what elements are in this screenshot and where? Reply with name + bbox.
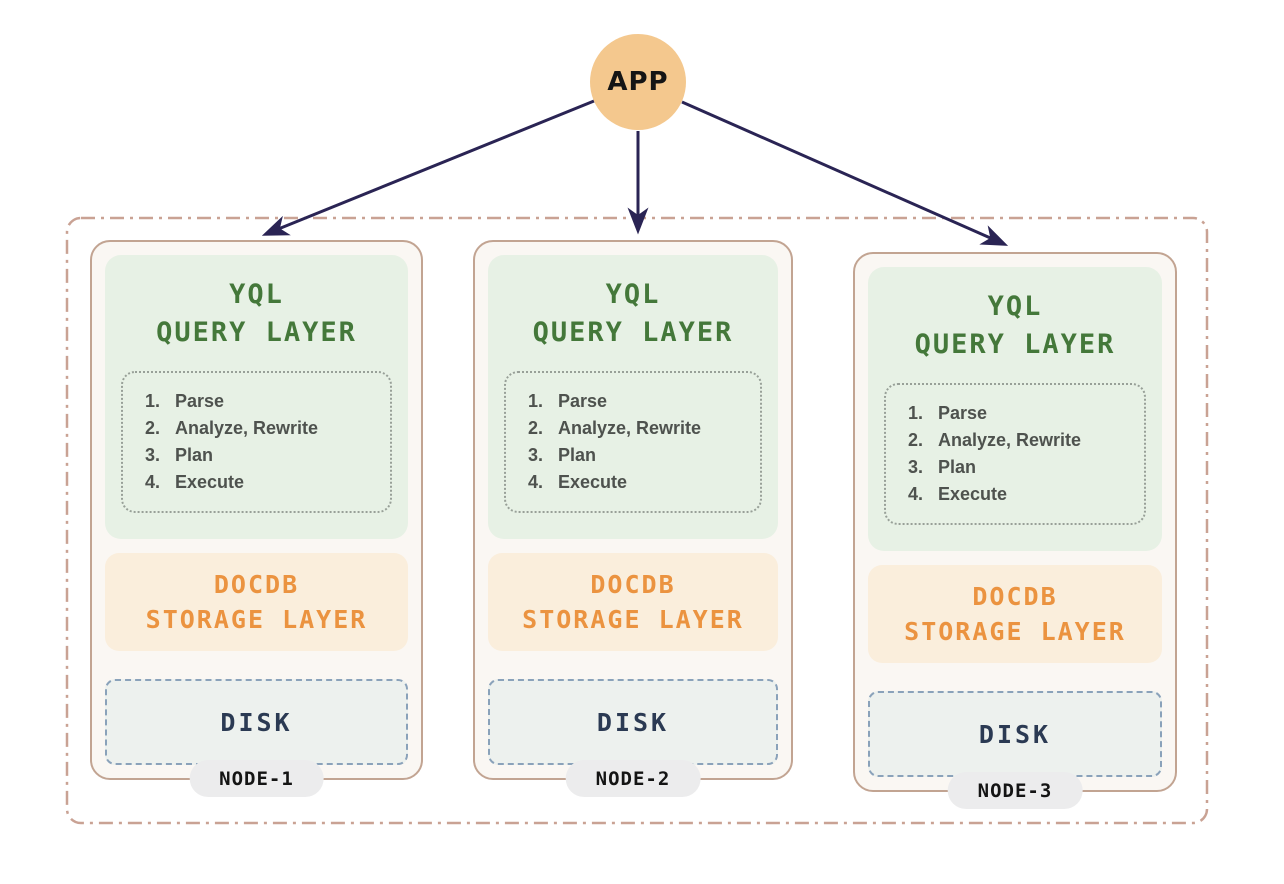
app-node: APP (590, 34, 686, 130)
node-card-2: YQL QUERY LAYER 1. Parse 2. Analyze, Rewri… (473, 240, 793, 797)
step-number: 3. (908, 457, 924, 477)
disk-label: DISK (220, 707, 293, 737)
query-title-line1: YQL (229, 279, 284, 310)
storage-title-line1: DOCDB (590, 570, 676, 599)
step-number: 3. (145, 445, 161, 465)
node-name-badge-2: NODE-2 (565, 760, 701, 797)
query-step: 4. Execute (528, 469, 752, 496)
step-text: Execute (938, 484, 1008, 504)
node-card-1: YQL QUERY LAYER 1. Parse 2. Analyze, Rewri… (90, 240, 423, 797)
query-title-line1: YQL (605, 279, 661, 310)
query-step: 3. Plan (908, 454, 1136, 481)
app-label: APP (607, 67, 669, 97)
storage-title-line1: DOCDB (213, 570, 300, 599)
step-number: 4. (908, 484, 924, 504)
docdb-storage-layer-1: DOCDB STORAGE LAYER (105, 553, 408, 651)
step-text: Analyze, Rewrite (938, 430, 1082, 450)
node-name-badge-1: NODE-1 (189, 760, 324, 797)
step-number: 1. (908, 403, 924, 423)
query-title-line2: QUERY LAYER (156, 317, 357, 348)
query-step: 3. Plan (528, 442, 752, 469)
storage-title-line2: STORAGE LAYER (522, 605, 744, 634)
step-text: Execute (558, 472, 628, 492)
disk-label: DISK (596, 707, 670, 737)
step-text: Parse (938, 403, 988, 423)
storage-title-line1: DOCDB (972, 582, 1058, 611)
step-number: 2. (908, 430, 924, 450)
query-layer-title: YQL QUERY LAYER (884, 288, 1146, 364)
node-name-label: NODE-2 (595, 767, 671, 790)
step-number: 2. (528, 418, 544, 438)
query-step: 1. Parse (145, 388, 382, 415)
step-text: Execute (175, 472, 245, 492)
step-text: Analyze, Rewrite (558, 418, 702, 438)
query-steps-box: 1. Parse 2. Analyze, Rewrite 3. Plan 4. Exec… (121, 371, 392, 513)
arrow-app-to-node-1 (261, 99, 595, 236)
query-steps-list: 1. Parse 2. Analyze, Rewrite 3. Plan 4. Exec… (145, 388, 382, 496)
storage-title-line2: STORAGE LAYER (145, 605, 368, 634)
arrow-app-to-node-3 (681, 100, 1009, 246)
docdb-storage-layer-3: DOCDB STORAGE LAYER (868, 565, 1162, 663)
storage-layer-title: DOCDB STORAGE LAYER (868, 579, 1162, 649)
step-text: Parse (175, 391, 225, 411)
step-text: Parse (558, 391, 608, 411)
step-number: 1. (528, 391, 544, 411)
query-steps-box: 1. Parse 2. Analyze, Rewrite 3. Plan 4. Exec… (884, 383, 1146, 525)
query-title-line2: QUERY LAYER (914, 329, 1116, 360)
query-steps-box: 1. Parse 2. Analyze, Rewrite 3. Plan 4. Exec… (504, 371, 762, 513)
query-step: 3. Plan (145, 442, 382, 469)
query-steps-list: 1. Parse 2. Analyze, Rewrite 3. Plan 4. Exec… (908, 400, 1136, 508)
step-number: 3. (528, 445, 544, 465)
node-name-label: NODE-1 (219, 767, 294, 790)
disk-box-1: DISK (105, 679, 408, 765)
yql-query-layer-1: YQL QUERY LAYER 1. Parse 2. Analyze, Rewri… (105, 255, 408, 539)
query-step: 1. Parse (528, 388, 752, 415)
node-card-3: YQL QUERY LAYER 1. Parse 2. Analyze, Rewri… (853, 252, 1177, 809)
yql-query-layer-2: YQL QUERY LAYER 1. Parse 2. Analyze, Rewri… (488, 255, 778, 539)
step-number: 4. (528, 472, 544, 492)
step-number: 1. (145, 391, 161, 411)
step-number: 2. (145, 418, 161, 438)
node-name-label: NODE-3 (977, 779, 1053, 802)
storage-layer-title: DOCDB STORAGE LAYER (105, 567, 408, 637)
step-number: 4. (145, 472, 161, 492)
disk-box-2: DISK (488, 679, 778, 765)
query-title-line2: QUERY LAYER (532, 317, 734, 348)
query-step: 4. Execute (908, 481, 1136, 508)
storage-title-line2: STORAGE LAYER (904, 617, 1126, 646)
query-title-line1: YQL (987, 291, 1043, 322)
node-name-badge-3: NODE-3 (947, 772, 1083, 809)
step-text: Analyze, Rewrite (175, 418, 319, 438)
query-step: 2. Analyze, Rewrite (528, 415, 752, 442)
disk-label: DISK (978, 719, 1052, 749)
query-layer-title: YQL QUERY LAYER (121, 276, 392, 352)
storage-layer-title: DOCDB STORAGE LAYER (488, 567, 778, 637)
query-step: 4. Execute (145, 469, 382, 496)
step-text: Plan (558, 445, 597, 465)
step-text: Plan (175, 445, 214, 465)
query-step: 1. Parse (908, 400, 1136, 427)
query-steps-list: 1. Parse 2. Analyze, Rewrite 3. Plan 4. Exec… (528, 388, 752, 496)
step-text: Plan (938, 457, 977, 477)
disk-box-3: DISK (868, 691, 1162, 777)
query-layer-title: YQL QUERY LAYER (504, 276, 762, 352)
query-step: 2. Analyze, Rewrite (145, 415, 382, 442)
docdb-storage-layer-2: DOCDB STORAGE LAYER (488, 553, 778, 651)
yql-query-layer-3: YQL QUERY LAYER 1. Parse 2. Analyze, Rewri… (868, 267, 1162, 551)
query-step: 2. Analyze, Rewrite (908, 427, 1136, 454)
